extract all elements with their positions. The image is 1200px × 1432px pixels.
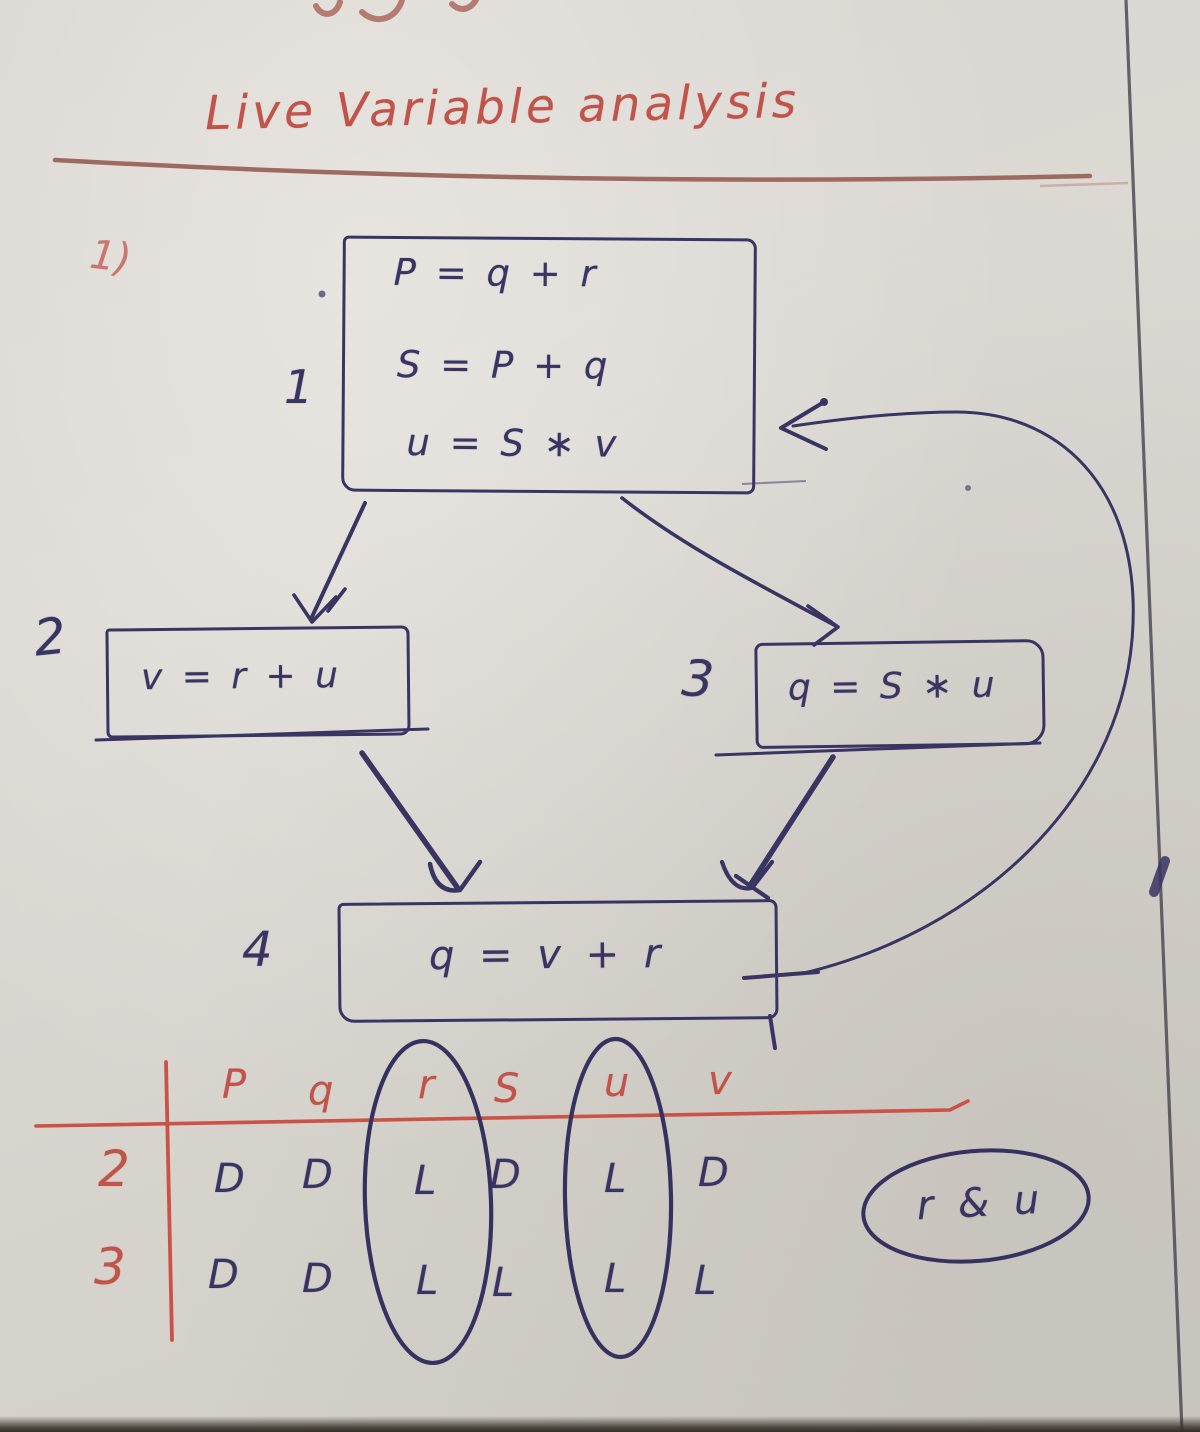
- row-3-value-P: D: [208, 1252, 240, 1298]
- problem-number-label: 1): [87, 231, 134, 283]
- row-2-value-u: L: [604, 1156, 628, 1202]
- ink-dot: [965, 485, 971, 491]
- row-3-value-q: D: [302, 1256, 334, 1302]
- result-annotation-text: r & u: [915, 1176, 1047, 1230]
- edge-1-to-2-arrowhead: [292, 587, 347, 624]
- table-col-header-r: r: [418, 1062, 435, 1108]
- table-col-header-q: q: [308, 1068, 334, 1114]
- node-1-faint-underline: [741, 480, 807, 485]
- edge-2-to-4: [359, 750, 460, 890]
- row-2-value-S: D: [490, 1152, 522, 1198]
- node-4-statement: q = v + r: [428, 931, 667, 980]
- flow-node-4: q = v + r: [337, 899, 779, 1023]
- circle-around-column-u: [562, 1036, 674, 1360]
- row-3-value-S: L: [492, 1260, 516, 1306]
- edge-4-to-1-back-edge: [791, 410, 1135, 976]
- margin-tick-mark: [1149, 856, 1170, 897]
- title-underline-faint-extension: [1039, 181, 1129, 188]
- table-col-header-S: S: [494, 1066, 520, 1112]
- edge-3-to-4: [748, 754, 836, 887]
- row-3-value-r: L: [416, 1258, 440, 1304]
- node-2-statement: v = r + u: [140, 655, 343, 699]
- table-col-header-P: P: [222, 1062, 247, 1108]
- node-2-extra-underline: [94, 727, 430, 742]
- row-2-value-P: D: [214, 1156, 246, 1202]
- edge-1-to-3-arrowhead: [806, 604, 840, 647]
- result-annotation-circle: [861, 1148, 1091, 1264]
- table-row-3-label: 3: [94, 1238, 126, 1296]
- flow-node-3: q = S ∗ u: [754, 638, 1046, 750]
- row-2-value-v: D: [698, 1150, 730, 1196]
- node-3-extra-underline: [714, 741, 1042, 757]
- top-cutoff-scribble: [313, 0, 479, 23]
- row-2-value-r: L: [414, 1158, 438, 1204]
- title-underline: [52, 157, 1093, 182]
- flow-node-1: P = q + r S = P + q u = S ∗ v: [341, 235, 757, 495]
- right-margin-line: [1124, 0, 1184, 1432]
- edge-1-to-2: [309, 501, 367, 621]
- table-header-rule: [34, 1099, 970, 1128]
- row-2-value-q: D: [302, 1152, 334, 1198]
- edge-2-to-4-arrowhead: [427, 859, 483, 893]
- arrowhead-ink-blob: [820, 398, 828, 406]
- node-2-number: 2: [31, 606, 69, 668]
- row-3-value-v: L: [694, 1258, 718, 1304]
- node-1-statement-3: u = S ∗ v: [406, 421, 621, 466]
- edge-1-to-3: [620, 496, 838, 628]
- node-4-number: 4: [242, 922, 273, 978]
- node-1-statement-2: S = P + q: [396, 342, 612, 388]
- table-stub-rule: [164, 1060, 174, 1342]
- node-3-statement: q = S ∗ u: [787, 664, 999, 709]
- paper-bottom-edge-shadow: [0, 1416, 1200, 1432]
- ink-dot: [318, 290, 326, 298]
- table-col-header-v: v: [708, 1058, 732, 1104]
- edge-3-to-4-arrowhead: [719, 859, 775, 901]
- node-1-statement-1: P = q + r: [393, 250, 600, 296]
- table-row-2-label: 2: [98, 1140, 130, 1198]
- table-col-header-u: u: [604, 1060, 630, 1106]
- row-3-value-u: L: [604, 1256, 628, 1302]
- node-1-number: 1: [284, 360, 314, 414]
- circle-around-column-r: [362, 1038, 494, 1366]
- node-3-number: 3: [680, 648, 716, 710]
- edge-4-to-1-arrowhead: [779, 400, 828, 451]
- flow-node-2: v = r + u: [105, 625, 411, 739]
